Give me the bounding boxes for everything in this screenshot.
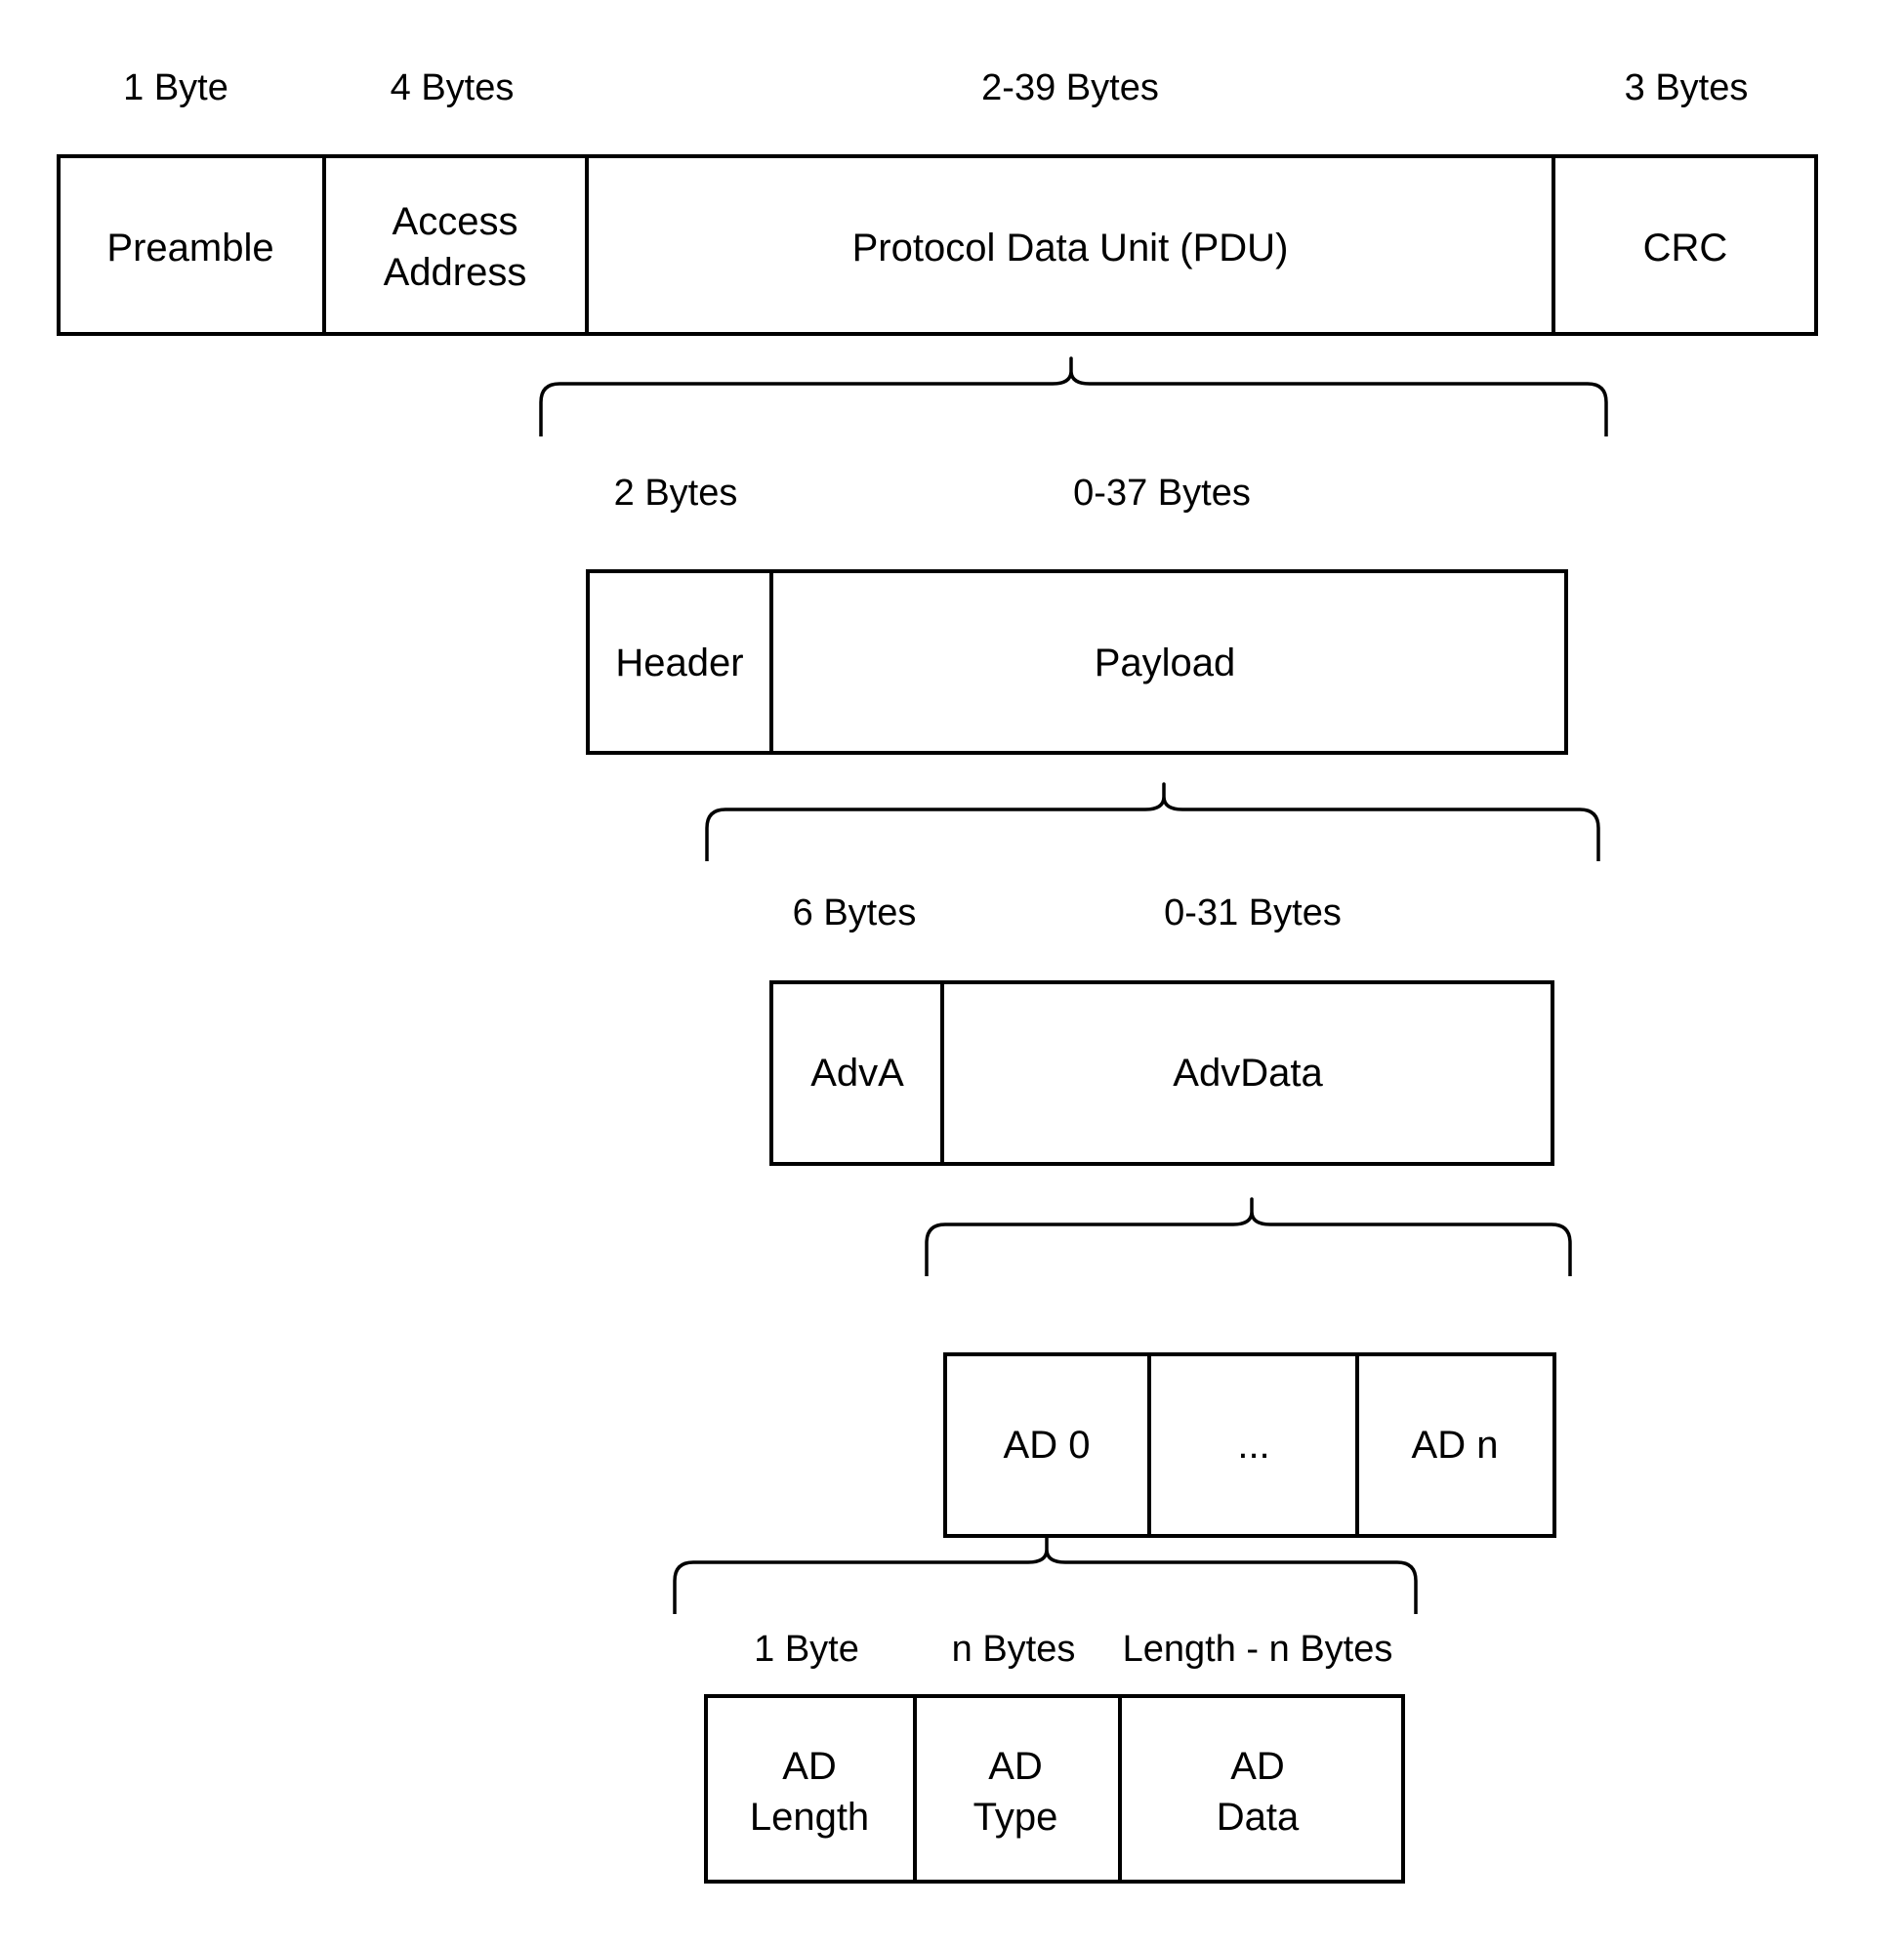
brace-advdata-expand <box>925 1197 1572 1276</box>
row-advdata: AD 0 ... AD n <box>943 1352 1556 1538</box>
brace-ad-expand <box>673 1535 1418 1614</box>
payload-box <box>769 980 1554 1166</box>
field-label-ad-type-line1: AD <box>988 1745 1043 1788</box>
field-label-header: Header <box>615 642 743 684</box>
brace-payload-expand <box>705 782 1600 861</box>
field-label-ad-0: AD 0 <box>1004 1424 1091 1467</box>
size-label-header: 2 Bytes <box>614 473 738 514</box>
row-ad-structure: 1 Byte n Bytes Length - n Bytes AD Lengt… <box>704 1629 1405 1884</box>
row-link-layer-packet: 1 Byte 4 Bytes 2-39 Bytes 3 Bytes Preamb… <box>57 67 1818 336</box>
field-label-ad-ellipsis: ... <box>1237 1424 1269 1467</box>
field-label-ad-type-line2: Type <box>973 1796 1058 1839</box>
field-label-access-line1: Access <box>393 200 518 243</box>
row-pdu: 2 Bytes 0-37 Bytes Header Payload <box>586 473 1568 755</box>
field-label-adva: AdvA <box>810 1052 904 1095</box>
field-label-payload: Payload <box>1095 642 1236 684</box>
field-label-preamble: Preamble <box>106 227 273 269</box>
field-label-ad-data-line2: Data <box>1217 1796 1300 1839</box>
size-label-adva: 6 Bytes <box>793 892 917 933</box>
size-label-ad-length: 1 Byte <box>754 1629 859 1670</box>
brace-pdu-expand <box>539 356 1608 436</box>
size-label-access-address: 4 Bytes <box>391 67 515 108</box>
advdata-box <box>943 1352 1556 1538</box>
size-label-crc: 3 Bytes <box>1625 67 1749 108</box>
row-payload: 6 Bytes 0-31 Bytes AdvA AdvData <box>769 892 1554 1166</box>
field-label-ad-n: AD n <box>1412 1424 1499 1467</box>
size-label-payload: 0-37 Bytes <box>1073 473 1251 514</box>
link-layer-packet-box <box>57 154 1818 336</box>
size-label-ad-data: Length - n Bytes <box>1123 1629 1393 1670</box>
ad-structure-box <box>704 1694 1405 1884</box>
field-label-ad-data-line1: AD <box>1230 1745 1285 1788</box>
size-label-ad-type: n Bytes <box>952 1629 1076 1670</box>
field-label-pdu: Protocol Data Unit (PDU) <box>852 227 1289 269</box>
field-label-access-line2: Address <box>384 251 527 294</box>
pdu-box <box>586 569 1568 755</box>
size-label-advdata: 0-31 Bytes <box>1164 892 1342 933</box>
field-label-ad-length-line2: Length <box>750 1796 869 1839</box>
size-label-preamble: 1 Byte <box>123 67 228 108</box>
field-label-crc: CRC <box>1643 227 1728 269</box>
field-label-ad-length-line1: AD <box>782 1745 837 1788</box>
size-label-pdu: 2-39 Bytes <box>981 67 1159 108</box>
field-label-advdata: AdvData <box>1173 1052 1323 1095</box>
